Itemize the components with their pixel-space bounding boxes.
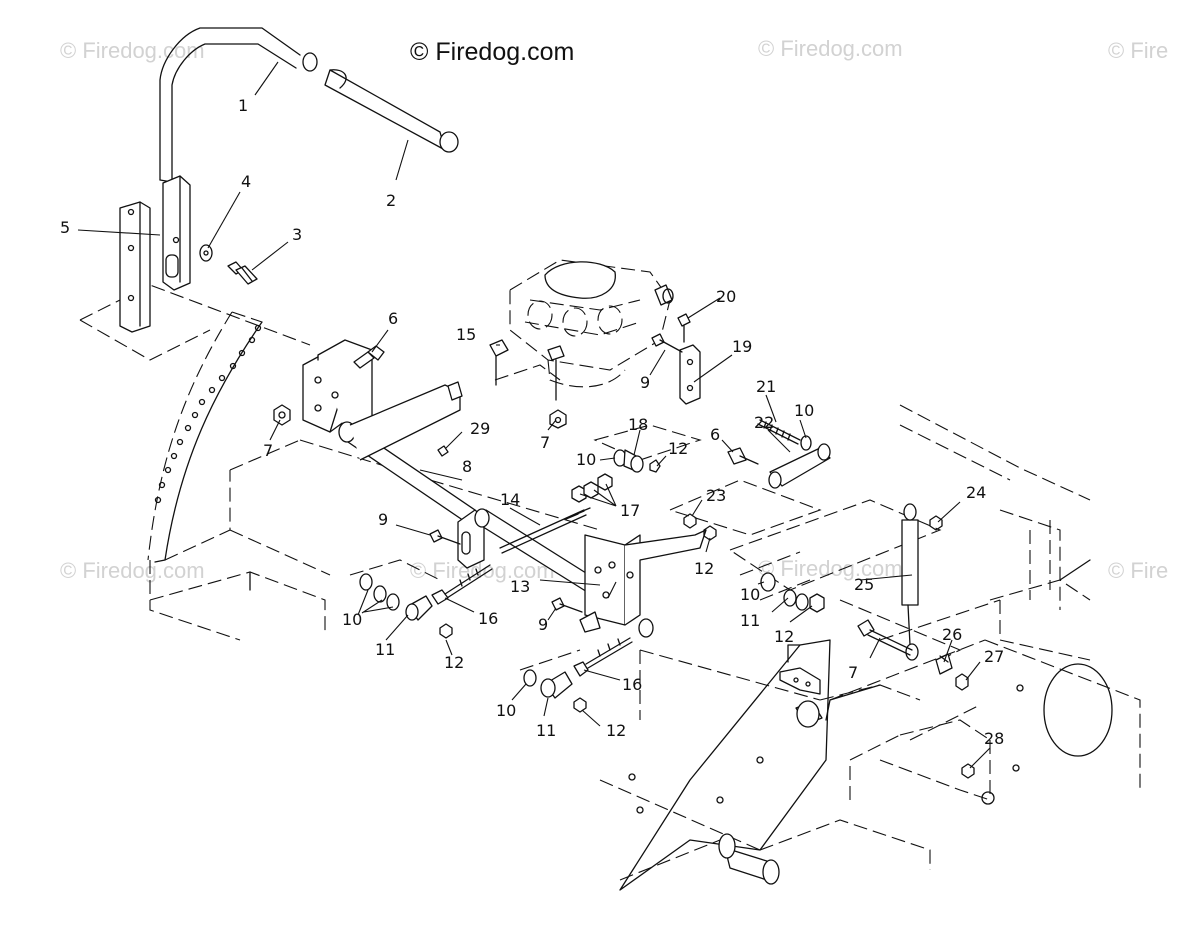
callout: 11	[536, 721, 556, 740]
callout: 20	[716, 287, 736, 306]
callout: 21	[756, 377, 776, 396]
callout: 16	[478, 609, 498, 628]
callout: 12	[606, 721, 626, 740]
callout: 12	[668, 439, 688, 458]
leader-lines	[77, 61, 991, 769]
callout: 10	[576, 450, 596, 469]
callout: 11	[740, 611, 760, 630]
callout: 8	[462, 457, 472, 476]
callout: 13	[510, 577, 530, 596]
lower-middle-rod-end	[523, 637, 633, 713]
part-1-handle-bar	[159, 27, 318, 291]
watermark-text: © Firedog.com	[758, 36, 903, 61]
watermark-main: © Firedog.com	[410, 38, 574, 66]
callout: 11	[375, 640, 395, 659]
callout: 12	[774, 627, 794, 646]
part-23-arm-hardware	[683, 513, 717, 541]
callout: 6	[710, 425, 720, 444]
watermark-text: © Firedog.com	[758, 556, 903, 581]
watermark-text: © Firedog.com	[60, 38, 205, 63]
part-9-bolts	[429, 445, 583, 613]
callout: 9	[538, 615, 548, 634]
callout: 24	[966, 483, 986, 502]
callout: 7	[848, 663, 858, 682]
callout: 9	[378, 510, 388, 529]
watermark-text: © Fire	[1108, 38, 1168, 63]
part-19-bracket	[651, 313, 701, 405]
part-24-25-hardware	[760, 572, 825, 613]
callout: 6	[388, 309, 398, 328]
callout: 1	[238, 96, 248, 115]
callout: 26	[942, 625, 962, 644]
callout: 23	[706, 486, 726, 505]
callout: 12	[694, 559, 714, 578]
callout: 10	[496, 701, 516, 720]
part-14-rod	[499, 507, 591, 554]
callout: 10	[342, 610, 362, 629]
watermark-text: © Fire	[1108, 558, 1168, 583]
callout: 9	[640, 373, 650, 392]
lower-left-rod-end	[359, 564, 493, 639]
callout: 27	[984, 647, 1004, 666]
callout: 7	[263, 441, 273, 460]
callout: 4	[241, 172, 251, 191]
callout: 15	[456, 325, 476, 344]
callout: 22	[754, 413, 774, 432]
callout: 29	[470, 419, 490, 438]
callout: 14	[500, 490, 520, 509]
callout: 25	[854, 575, 874, 594]
left-mount-bracket	[273, 339, 385, 433]
callout: 17	[620, 501, 640, 520]
part-3-4-bolt-washer	[199, 244, 258, 285]
callout: 16	[622, 675, 642, 694]
callout: 7	[540, 433, 550, 452]
part-2-grip	[324, 69, 459, 153]
hydraulic-pump-assembly	[489, 259, 674, 429]
callout: 3	[292, 225, 302, 244]
frame-cutout	[1043, 663, 1113, 757]
right-mount-bracket	[579, 529, 707, 633]
part-27-28-hardware	[857, 619, 975, 779]
callout: 12	[444, 653, 464, 672]
watermark-text: © Firedog.com	[60, 558, 205, 583]
callout: 10	[740, 585, 760, 604]
part-26-gas-spring	[901, 503, 943, 661]
part-22-link	[727, 419, 831, 489]
callout: 28	[984, 729, 1004, 748]
part-5-upright	[119, 201, 151, 333]
part-18-rod-end	[613, 449, 661, 473]
callout: 10	[794, 401, 814, 420]
callout: 19	[732, 337, 752, 356]
callout: 18	[628, 415, 648, 434]
callout-labels: 1 2 3 4 5 6 7 29 8 9 10 11 12 15 20 19 9…	[60, 96, 1004, 748]
callout: 2	[386, 191, 396, 210]
lower-bracket	[619, 639, 831, 891]
callout: 5	[60, 218, 70, 237]
part-17-nuts	[571, 473, 613, 503]
chassis-frame	[147, 311, 1141, 891]
